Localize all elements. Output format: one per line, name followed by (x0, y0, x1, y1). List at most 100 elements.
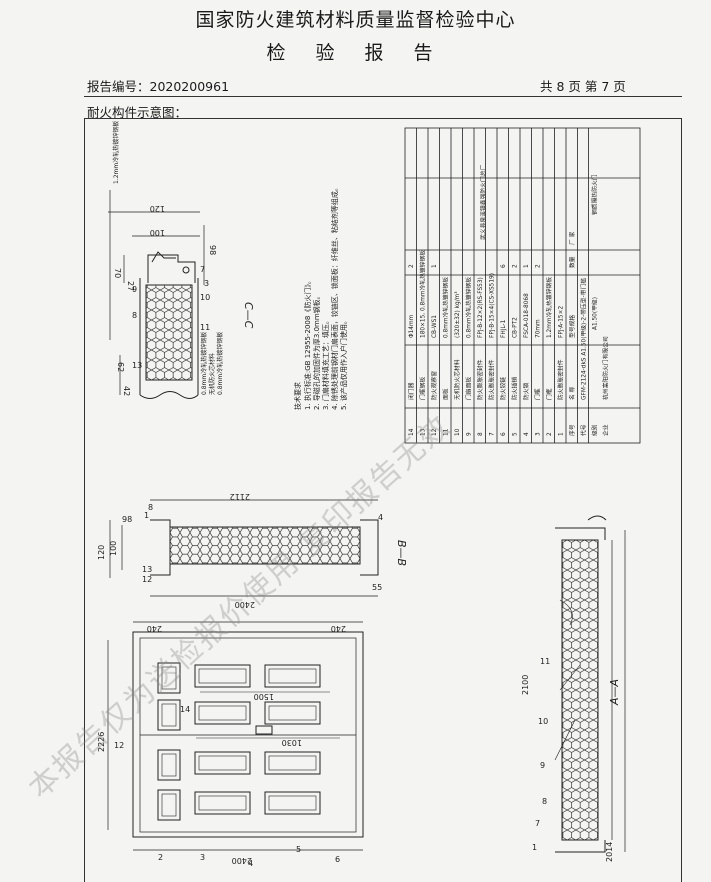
bb-dim-100: 100 (109, 541, 118, 556)
aa-view-title: A—A (608, 679, 621, 706)
door-dim-1500: 1500 (254, 692, 274, 701)
parts-row-spec: FPJ-B-15×4(CS-XS519) (490, 273, 496, 338)
bb-view-title: B—B (395, 540, 408, 566)
parts-row-spec: 1.2mm冷轧热镀锌钢板 (545, 277, 553, 338)
door-dim-240b: 240 (331, 624, 346, 633)
door-elevation (107, 621, 364, 851)
door-num-2: 2 (158, 853, 163, 862)
bb-num-8: 8 (148, 503, 153, 512)
parts-enterprise-label: 企业 (602, 424, 610, 436)
parts-table (404, 127, 641, 444)
tech-notes: 技术要求 1. 执行标准:GB 12955-2008《防火门》。 2. 导磁孔的… (293, 184, 348, 410)
aa-num-10: 10 (538, 717, 548, 726)
parts-row-spec: FSCA-018-8068 (524, 293, 530, 338)
watermark-text: 本报告仅为送检报价使用 复印报告无效 (22, 408, 458, 806)
parts-row-qty: 1 (432, 264, 438, 268)
parts-code-value: GFM-2124-dkS A1.50(甲级)-2-带压型-带门槛 (580, 278, 588, 400)
parts-row-spec: 0.8mm冷轧热镀锌钢板 (465, 277, 473, 338)
door-num-6: 6 (335, 855, 340, 864)
door-num-14: 14 (180, 705, 190, 714)
aa-num-7: 7 (535, 819, 540, 828)
aa-text: 2100 2014 1 7 8 9 10 11 A—A (521, 657, 621, 862)
parts-header-spec: 型号规格 (568, 315, 576, 338)
parts-row-spec: CB-PT2 (513, 317, 519, 338)
cc-num-13: 13 (132, 361, 142, 370)
parts-row-no: 12 (432, 428, 438, 436)
notes-line-1: 1. 执行标准:GB 12955-2008《防火门》。 (303, 277, 312, 410)
aa-num-8: 8 (542, 797, 547, 806)
bb-dim-2400: 2400 (235, 600, 255, 609)
cc-num-10: 10 (200, 293, 210, 302)
parts-row-spec: (320±32) kg/m³ (454, 291, 461, 338)
parts-row-spec: 70mm (536, 319, 542, 338)
door-num-5: 5 (296, 845, 301, 854)
parts-row-name: 防火锁 (522, 382, 530, 400)
parts-row-no: 8 (478, 432, 484, 436)
cc-dim-100: 100 (150, 228, 165, 237)
door-handle (255, 725, 273, 735)
cc-view-title: C—C (242, 302, 255, 329)
door-window (157, 662, 181, 694)
aa-dim-2100: 2100 (521, 675, 530, 695)
notes-line-2: 2. 导磁孔的加固件为厚3.0mm钢板。 (312, 292, 321, 410)
cc-dim-120: 120 (150, 204, 165, 213)
parts-maker: 武义县泉溪镇鑫强防火门总厂 (479, 164, 487, 240)
parts-row-no: 5 (513, 432, 519, 436)
door-dim-2400: 2400 (232, 856, 252, 865)
bb-text: 2112 120 100 2400 55 98 1 4 8 12 13 B—B (97, 492, 408, 609)
bb-num-1: 1 (144, 511, 149, 520)
parts-code-label: 代号 (580, 424, 588, 436)
parts-row-name: 防火观察窗 (430, 371, 438, 400)
cc-num-3: 3 (204, 279, 209, 288)
parts-row-spec: Φ14mm (409, 314, 415, 338)
aa-num-1: 1 (532, 843, 537, 852)
door-num-4: 4 (248, 859, 253, 868)
page-info: 共 8 页 第 7 页 (540, 79, 626, 94)
door-text: 240 240 1500 1030 2226 2400 2 3 4 5 6 12… (97, 624, 346, 868)
parts-row-spec: FHJL-1 (501, 319, 507, 338)
parts-row-no: 2 (547, 432, 553, 436)
parts-header-maker: 厂 家 (568, 231, 576, 245)
parts-row-qty: 6 (501, 264, 507, 268)
parts-row-name: 门框钢板 (419, 377, 427, 400)
cc-label-top: 1.2mm冷轧热镀锌钢板 (112, 121, 120, 184)
parts-row-name: 门扇面板 (465, 377, 473, 400)
parts-row-qty: 1 (524, 264, 530, 268)
aa-dim-2014: 2014 (605, 842, 614, 862)
parts-row-name: 面板 (442, 388, 450, 400)
parts-header-no: 序号 (568, 424, 576, 436)
parts-row-name: 防火膨胀密封件 (557, 359, 565, 400)
parts-row-name: 防火铰链 (499, 377, 507, 400)
door-num-3: 3 (200, 853, 205, 862)
parts-row-spec: 180×15, 0.8mm冷轧热镀锌钢板 (419, 250, 427, 338)
org-name: 国家防火建筑材料质量监督检验中心 (195, 9, 516, 31)
parts-row-no: 9 (467, 432, 473, 436)
bb-dim-2112: 2112 (230, 492, 250, 501)
cc-core (145, 284, 193, 381)
parts-grade-label: 级别 (591, 424, 599, 436)
cc-label-bot1: 0.8mm冷轧热镀锌钢板 (200, 332, 208, 395)
section-title: 耐火构件示意图： (87, 105, 188, 120)
cc-label-bot3: 0.8mm冷轧热镀锌钢板 (216, 332, 224, 395)
parts-grade-value: A1.50(甲级) (591, 297, 599, 330)
cc-label-bot2: 无机防火芯材料 (208, 353, 216, 395)
bb-dim-98: 98 (122, 515, 132, 524)
parts-row-no: 13 (421, 428, 427, 436)
cc-dim-98: 98 (208, 245, 217, 255)
cc-num-7: 7 (200, 265, 205, 274)
parts-row-no: 11 (444, 428, 450, 436)
parts-row-name: 门框 (545, 388, 553, 400)
parts-row-qty: 2 (536, 264, 542, 268)
bb-num-12: 12 (142, 575, 152, 584)
notes-title: 技术要求 (293, 382, 302, 410)
cc-dim-42: 42 (122, 386, 131, 396)
parts-header-qty: 数量 (568, 256, 576, 268)
parts-header-name: 名 称 (568, 386, 576, 400)
parts-row-qty: 2 (513, 264, 519, 268)
cc-text: 120 100 98 70 27 62 42 3 7 8 9 10 11 13 … (112, 121, 255, 396)
door-dim-240a: 240 (147, 624, 162, 633)
parts-row-spec: CB-WS1 (432, 315, 438, 338)
section-bb (109, 499, 379, 597)
